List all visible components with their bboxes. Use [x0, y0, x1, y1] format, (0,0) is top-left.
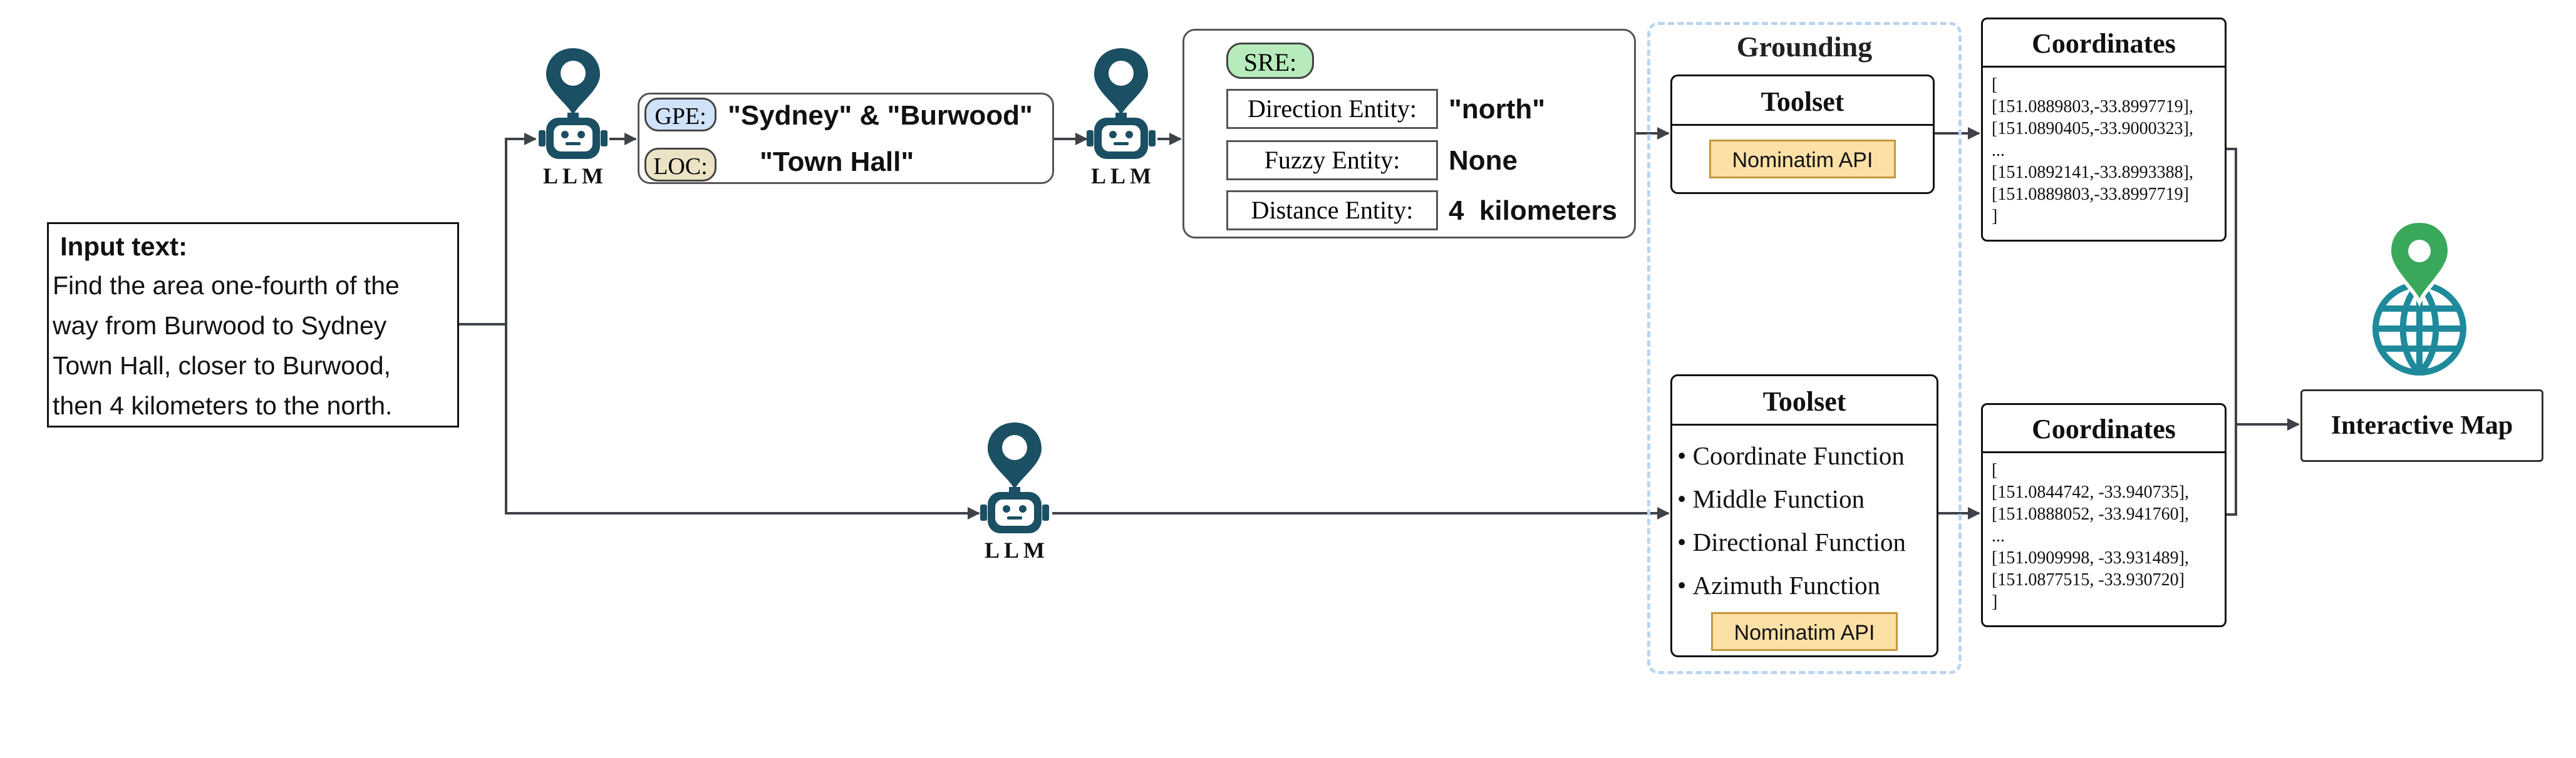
input-text-line: way from Burwood to Sydney [53, 311, 387, 340]
distance-entity-value: 4 kilometers [1449, 195, 1618, 226]
fuzzy-entity-value: None [1449, 145, 1518, 176]
coordinate-line: [ [1992, 461, 1998, 480]
toolset-item: • Azimuth Function [1677, 571, 1881, 600]
gpe-value: "Sydney" & "Burwood" [728, 100, 1033, 131]
interactive-map-box: Interactive Map [2300, 389, 2543, 462]
coordinate-line: ] [1992, 592, 1998, 612]
llm-label: L L M [542, 163, 604, 188]
gpe-tag: GPE: [644, 98, 716, 131]
coordinate-line: [151.0844742, -33.940735], [1992, 483, 2189, 502]
input-text-title: Input text: [60, 232, 187, 261]
toolset-top: Toolset Nominatim API [1670, 74, 1935, 194]
toolset-bottom-title: Toolset [1762, 386, 1846, 417]
globe-pin-icon [2372, 218, 2466, 376]
input-text-line: Town Hall, closer to Burwood, [53, 351, 391, 380]
toolset-item: • Directional Function [1677, 528, 1906, 556]
input-text-line: then 4 kilometers to the north. [53, 391, 393, 420]
fuzzy-entity-label: Fuzzy Entity: [1226, 140, 1438, 180]
coordinate-line: ... [1992, 526, 2005, 546]
nominatim-api-badge: Nominatim API [1709, 140, 1896, 178]
coordinate-line: [151.0890405,-33.9000323], [1992, 119, 2193, 138]
coordinate-line: [151.0909998, -33.931489], [1992, 548, 2189, 568]
loc-value: "Town Hall" [760, 146, 914, 177]
coordinates-top: Coordinates [ [151.0889803,-33.8997719],… [1981, 18, 2227, 242]
distance-entity-label: Distance Entity: [1226, 190, 1438, 230]
llm-robot-icon [539, 48, 608, 159]
llm-label: L L M [984, 538, 1045, 563]
coordinate-line: ... [1992, 141, 2005, 160]
coordinate-line: [151.0889803,-33.8997719], [1992, 97, 2193, 116]
loc-tag: LOC: [644, 148, 716, 182]
coordinate-line: [151.0888052, -33.941760], [1992, 504, 2189, 524]
grounding-region [1647, 22, 1962, 674]
input-text-line: Find the area one-fourth of the [53, 271, 400, 300]
sre-tag: SRE: [1226, 43, 1314, 79]
coordinate-line: [151.0877515, -33.930720] [1992, 570, 2185, 590]
coordinate-line: [ [1992, 75, 1998, 95]
toolset-item: • Coordinate Function [1677, 441, 1905, 470]
toolset-top-title: Toolset [1761, 86, 1844, 117]
nominatim-api-badge: Nominatim API [1711, 612, 1898, 651]
direction-entity-value: "north" [1449, 94, 1546, 125]
llm-robot-icon [1087, 48, 1156, 159]
coordinates-bottom-title: Coordinates [2032, 414, 2176, 444]
llm-label: L L M [1090, 163, 1152, 188]
coordinates-bottom: Coordinates [ [151.0844742, -33.940735],… [1981, 403, 2227, 627]
coordinate-line: [151.0889803,-33.8997719] [1992, 185, 2189, 204]
toolset-bottom: Toolset • Coordinate Function • Middle F… [1670, 374, 1938, 657]
coordinate-line: [151.0892141,-33.8993388], [1992, 163, 2193, 182]
grounding-title: Grounding [1736, 31, 1873, 63]
input-text-box: Input text: Find the area one-fourth of … [47, 222, 459, 428]
coordinates-top-title: Coordinates [2032, 28, 2176, 59]
toolset-item: • Middle Function [1677, 484, 1865, 513]
llm-robot-icon [980, 423, 1049, 533]
direction-entity-label: Direction Entity: [1226, 89, 1438, 129]
coordinate-line: ] [1992, 207, 1998, 226]
